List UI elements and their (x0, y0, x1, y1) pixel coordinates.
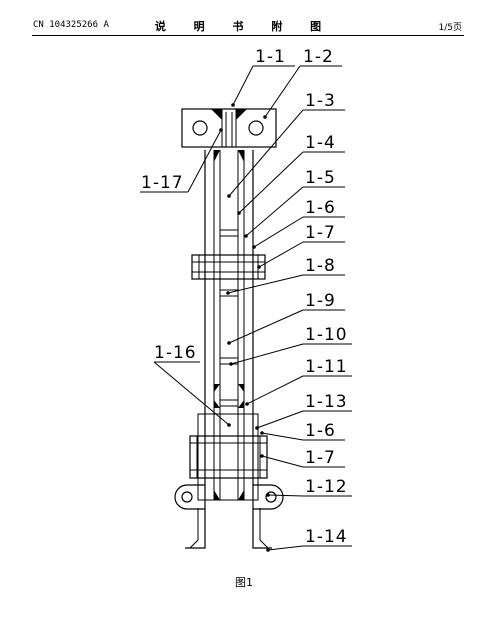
header-divider (32, 35, 464, 36)
part-label: 1-2 (303, 47, 334, 67)
figure-caption: 图1 (235, 576, 253, 589)
bolt-hole (265, 491, 277, 503)
part-label: 1-5 (305, 168, 336, 188)
bolt-hole (248, 120, 264, 136)
top-mounting-plate (181, 108, 277, 148)
part-labels: 1-1 1-2 1-3 1-4 1-5 1-6 1-7 1-8 1-9 1-10… (141, 47, 348, 547)
part-label: 1-14 (305, 527, 348, 547)
base-feet (185, 508, 272, 549)
part-label: 1-4 (305, 133, 336, 153)
spacer-marks (220, 229, 238, 407)
part-label: 1-17 (141, 173, 184, 193)
part-label: 1-8 (305, 256, 336, 276)
part-label: 1-12 (305, 477, 348, 497)
leader-dots (219, 103, 270, 552)
bolt-hole (181, 491, 193, 503)
bolt-hole (192, 120, 208, 136)
part-label: 1-10 (305, 325, 348, 345)
part-label: 1-3 (305, 91, 336, 111)
lower-clamp (189, 413, 268, 501)
leader-lines (140, 65, 352, 551)
part-label: 1-16 (154, 343, 197, 363)
part-label: 1-9 (305, 291, 336, 311)
upper-clamp (191, 254, 266, 280)
lower-lugs (174, 484, 284, 510)
part-label: 1-7 (305, 223, 336, 243)
document-number: CN 104325266 A (33, 20, 109, 30)
part-label: 1-1 (255, 47, 286, 67)
part-label: 1-6 (305, 421, 336, 441)
part-label: 1-11 (305, 357, 348, 377)
part-label: 1-13 (305, 392, 348, 412)
part-label: 1-7 (305, 448, 336, 468)
page-number: 1/5页 (438, 23, 463, 33)
page-title: 说 明 书 附 图 (154, 20, 334, 33)
part-label: 1-6 (305, 198, 336, 218)
middle-joint (214, 384, 244, 408)
